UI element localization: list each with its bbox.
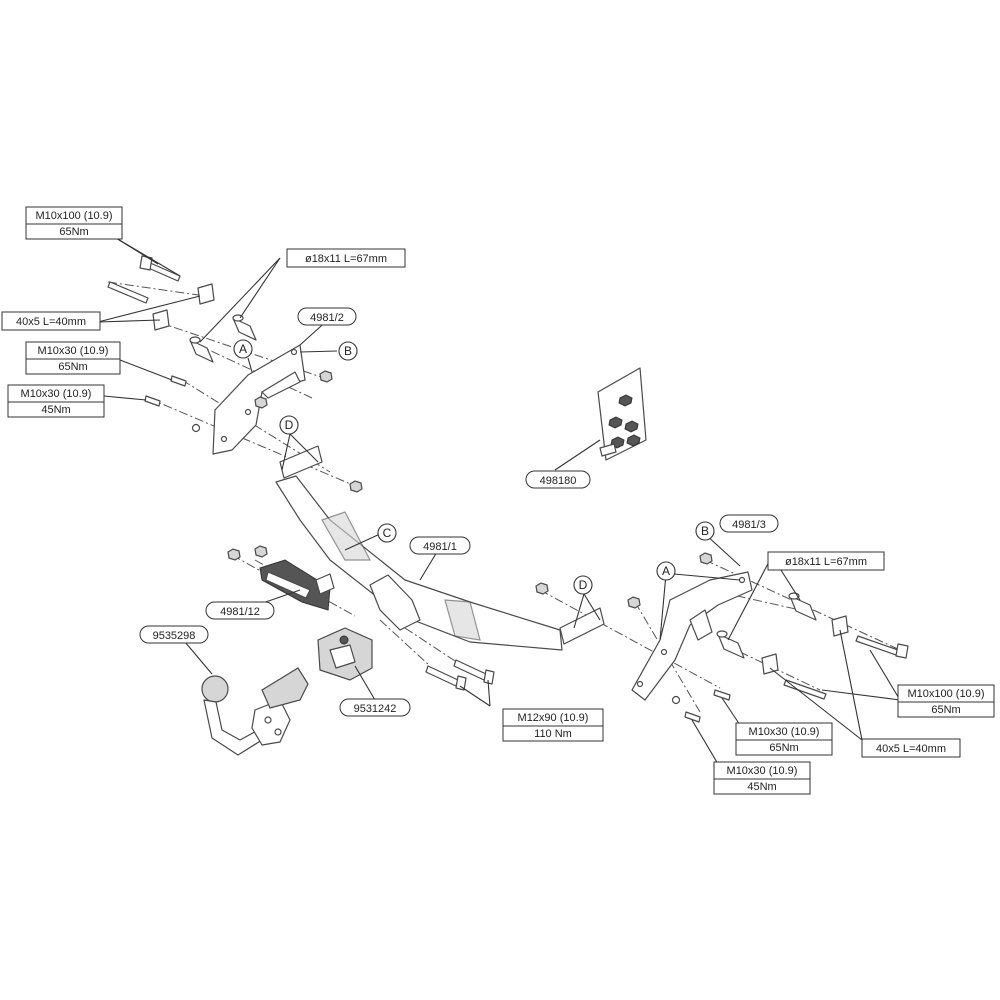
tow-ball xyxy=(201,667,309,756)
svg-text:C: C xyxy=(383,526,392,540)
torque-text: 65Nm xyxy=(769,742,798,754)
bolt-m10x100-left xyxy=(107,255,181,304)
callout-b-left: B xyxy=(338,341,358,361)
svg-text:D: D xyxy=(579,578,588,592)
spec-text: M10x100 (10.9) xyxy=(35,210,112,222)
label-tube-left: ø18x11 L=67mm xyxy=(286,248,406,268)
spec-text: M10x30 (10.9) xyxy=(749,726,820,738)
label-spacer-left: 40x5 L=40mm xyxy=(1,311,101,331)
svg-text:40x5 L=40mm: 40x5 L=40mm xyxy=(876,743,946,755)
part-number-4981-2: 4981/2 xyxy=(297,307,357,326)
spec-text: M10x30 (10.9) xyxy=(38,345,109,357)
svg-text:4981/12: 4981/12 xyxy=(220,606,260,618)
hardware-right xyxy=(535,552,909,723)
spec-box-m10x30-65-right: M10x30 (10.9) 65Nm xyxy=(735,722,833,756)
svg-text:40x5 L=40mm: 40x5 L=40mm xyxy=(16,316,86,328)
spec-text: M10x30 (10.9) xyxy=(727,765,798,777)
part-number-4981-3: 4981/3 xyxy=(719,514,779,533)
svg-text:B: B xyxy=(701,524,709,538)
spec-box-m10x100-left: M10x100 (10.9) 65Nm xyxy=(25,206,123,240)
ball-mount xyxy=(317,627,373,681)
torque-text: 65Nm xyxy=(59,226,88,238)
svg-text:9535298: 9535298 xyxy=(153,630,196,642)
torque-text: 110 Nm xyxy=(534,728,572,740)
part-number-9535298: 9535298 xyxy=(139,625,209,644)
svg-text:A: A xyxy=(662,564,670,578)
torque-text: 45Nm xyxy=(747,781,776,793)
callout-d-right: D xyxy=(573,575,593,595)
spec-box-m10x100-right: M10x100 (10.9) 65Nm xyxy=(897,684,995,718)
torque-text: 45Nm xyxy=(41,404,70,416)
spec-box-m10x30-45-right: M10x30 (10.9) 45Nm xyxy=(713,761,811,795)
leader-lines xyxy=(97,237,901,765)
svg-text:4981/1: 4981/1 xyxy=(423,541,457,553)
part-number-498180: 498180 xyxy=(525,470,591,489)
assembly-axes xyxy=(107,281,901,713)
svg-text:9531242: 9531242 xyxy=(354,703,397,715)
spec-text: M12x90 (10.9) xyxy=(518,712,589,724)
svg-text:B: B xyxy=(344,344,352,358)
callout-a-left: A xyxy=(233,339,253,359)
svg-text:4981/2: 4981/2 xyxy=(310,312,344,324)
part-number-4981-12: 4981/12 xyxy=(205,601,275,620)
callout-c: C xyxy=(377,523,397,543)
callout-b-right: B xyxy=(695,521,715,541)
spec-box-m10x30-65-left: M10x30 (10.9) 65Nm xyxy=(25,341,121,375)
svg-text:ø18x11 L=67mm: ø18x11 L=67mm xyxy=(305,253,387,265)
callout-a-right: A xyxy=(656,561,676,581)
part-number-9531242: 9531242 xyxy=(339,698,411,717)
tube-left xyxy=(189,314,257,363)
socket-plate xyxy=(227,545,335,611)
label-tube-right: ø18x11 L=67mm xyxy=(767,551,885,571)
torque-text: 65Nm xyxy=(58,361,87,373)
crossbar xyxy=(275,445,605,651)
svg-text:ø18x11 L=67mm: ø18x11 L=67mm xyxy=(785,556,867,568)
svg-text:4981/3: 4981/3 xyxy=(732,519,766,531)
spec-box-m10x30-45-left: M10x30 (10.9) 45Nm xyxy=(7,384,105,418)
spec-box-m12x90: M12x90 (10.9) 110 Nm xyxy=(502,708,604,742)
svg-text:498180: 498180 xyxy=(540,475,577,487)
spec-text: M10x100 (10.9) xyxy=(907,688,984,700)
bracket-right xyxy=(631,571,753,701)
part-number-4981-1: 4981/1 xyxy=(409,536,471,555)
callout-d-left: D xyxy=(279,415,299,435)
spacer-plate-left xyxy=(152,283,215,331)
label-spacer-right: 40x5 L=40mm xyxy=(861,738,961,758)
spec-text: M10x30 (10.9) xyxy=(21,388,92,400)
small-bolts-left xyxy=(144,370,363,493)
bolt-kit xyxy=(597,367,647,461)
bolt-m12x90 xyxy=(425,659,495,691)
svg-text:D: D xyxy=(285,418,294,432)
svg-text:A: A xyxy=(239,342,247,356)
torque-text: 65Nm xyxy=(931,704,960,716)
